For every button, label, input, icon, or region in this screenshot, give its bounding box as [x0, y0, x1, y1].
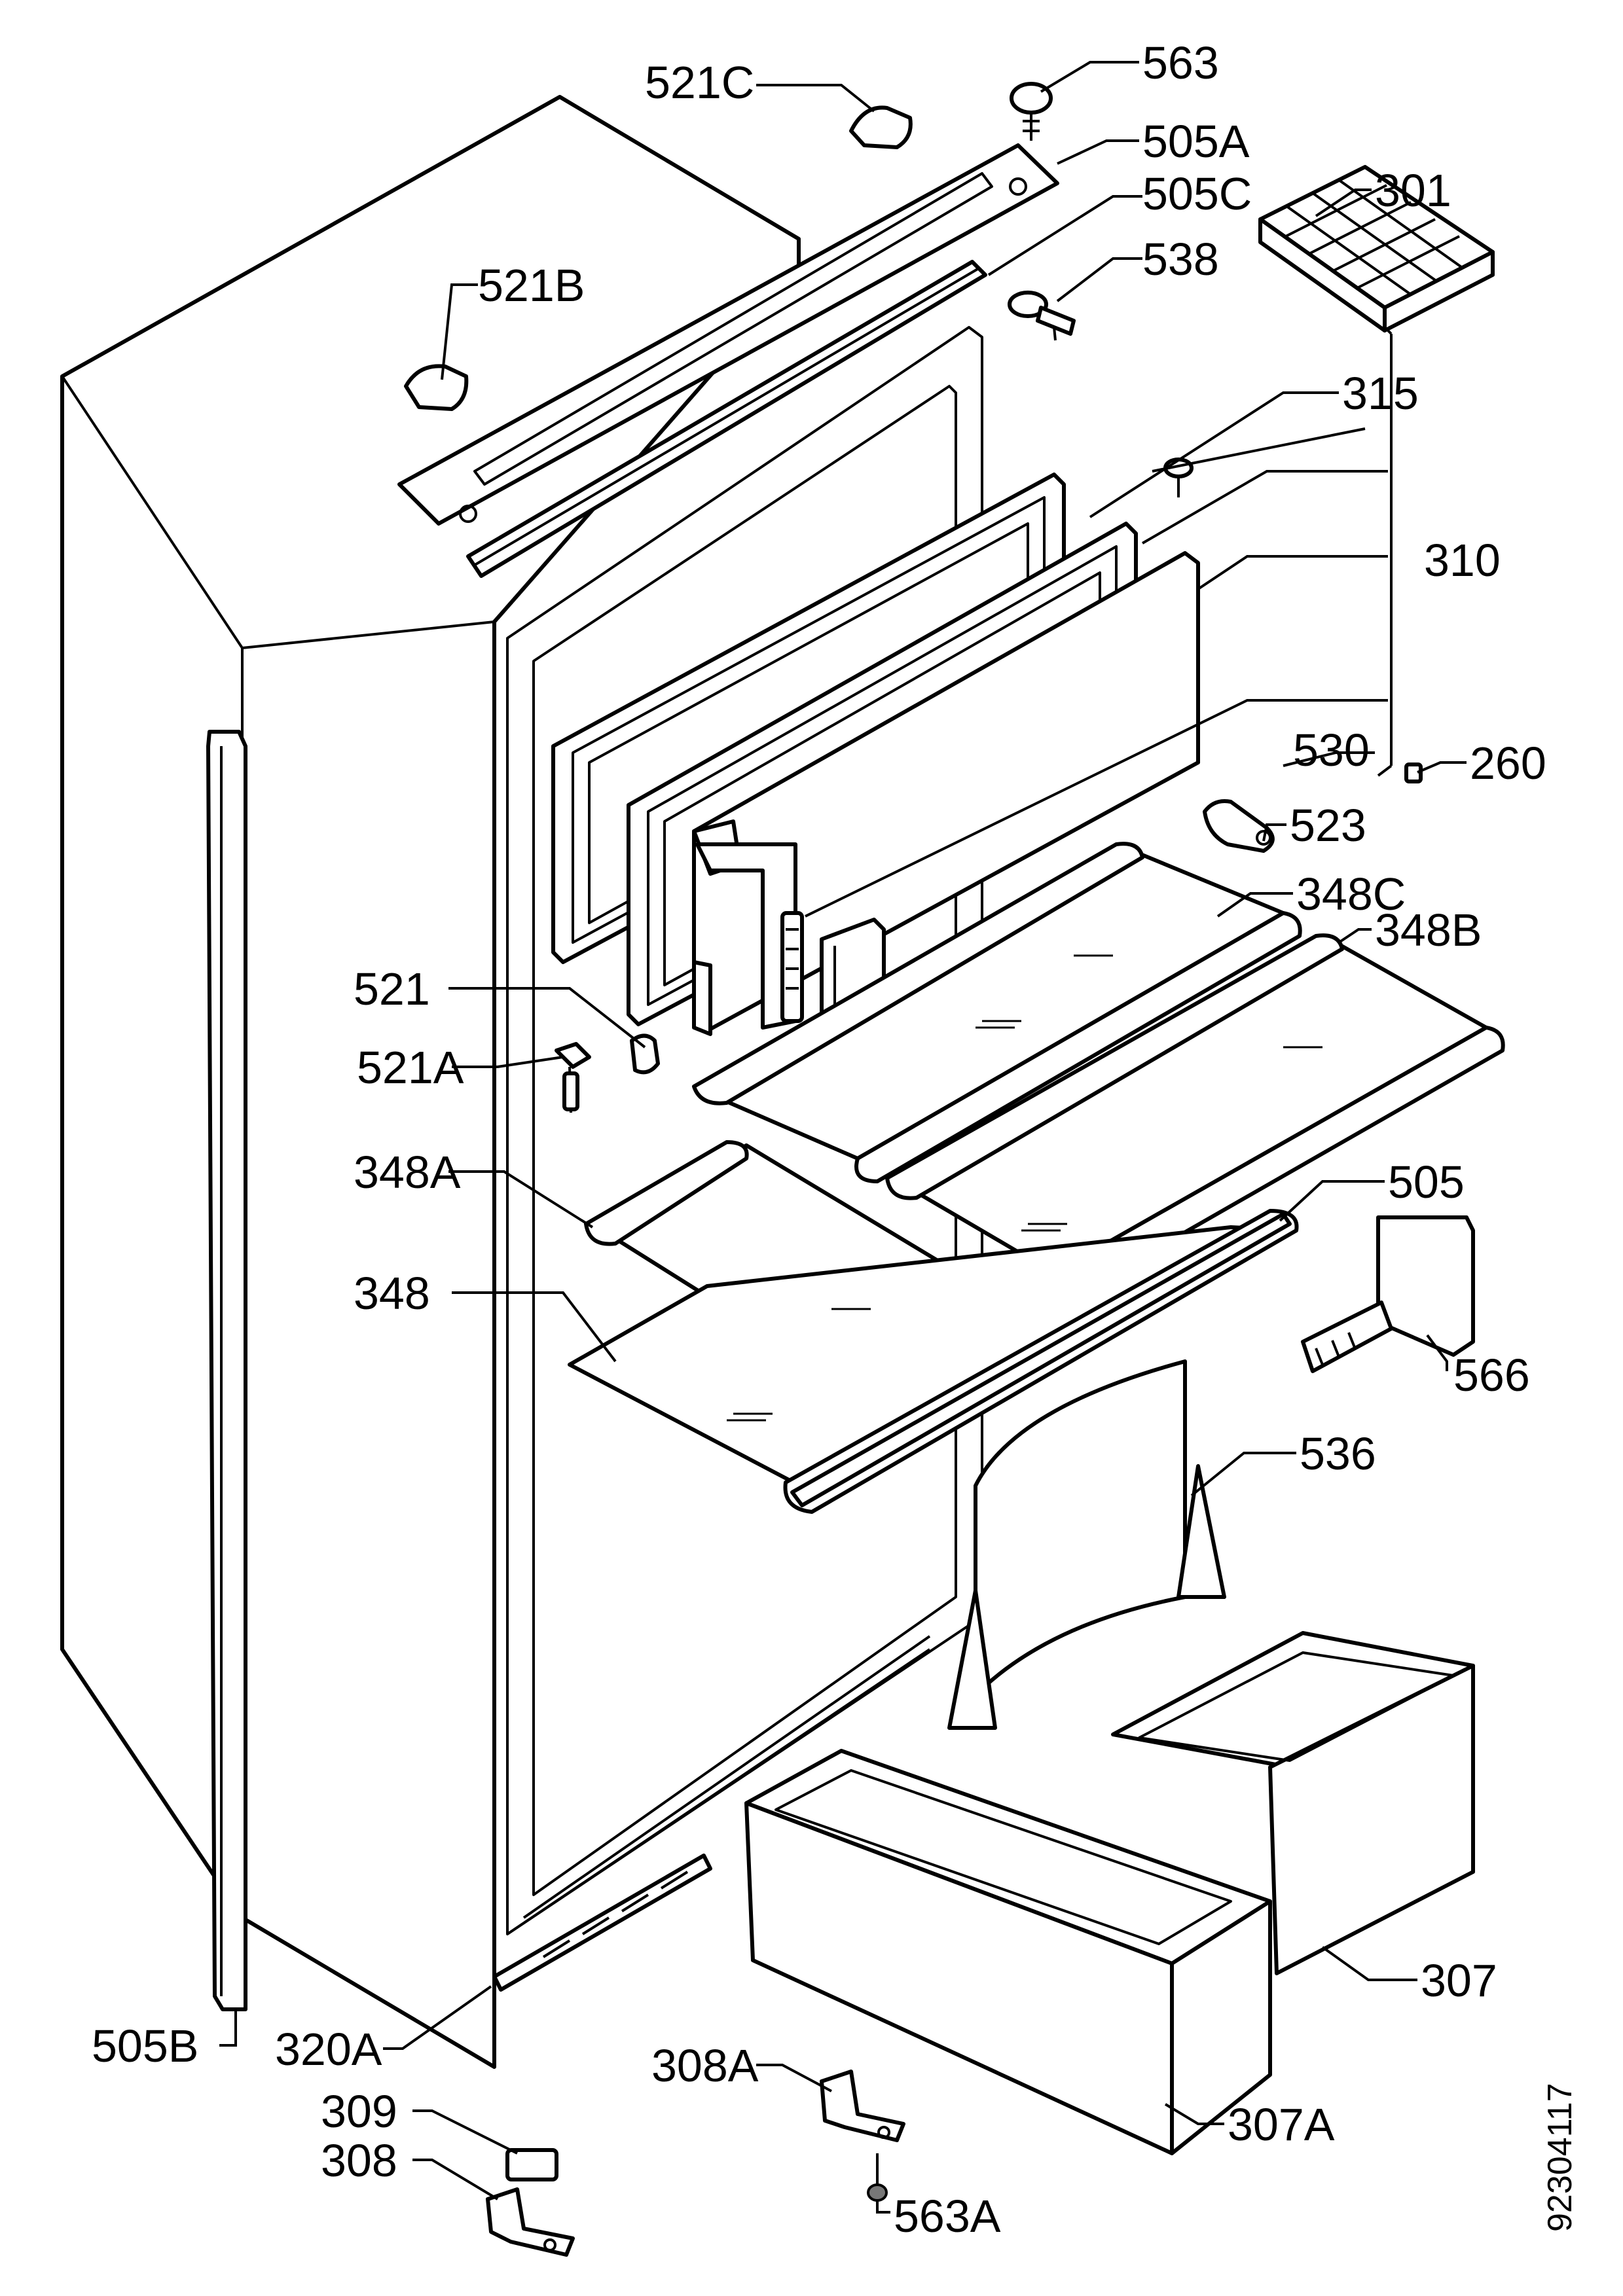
bracket-308a — [820, 2070, 905, 2142]
label-538: 538 — [1142, 234, 1219, 285]
label-308a: 308A — [651, 2040, 759, 2091]
label-307: 307 — [1421, 1955, 1497, 2006]
shelf-348b — [885, 933, 1505, 1298]
lamp-holder — [1203, 799, 1275, 853]
group-bracket-310 — [1377, 326, 1393, 777]
label-536: 536 — [1300, 1428, 1376, 1479]
panel-bracket — [695, 842, 797, 1030]
pad-309 — [505, 2148, 558, 2181]
bracket-308 — [486, 2187, 575, 2257]
guard-rail — [790, 1212, 1292, 1507]
bottle-divider — [947, 1359, 1226, 1730]
label-260: 260 — [1470, 738, 1546, 789]
clip-260 — [1404, 762, 1423, 783]
crisper-307 — [1111, 1631, 1475, 1975]
screw-563a — [867, 2153, 888, 2202]
label-563: 563 — [1142, 37, 1219, 88]
label-348c: 348C — [1296, 869, 1406, 920]
cap-part-b — [404, 364, 469, 411]
label-521c: 521C — [645, 57, 754, 108]
hinge-rail — [466, 260, 987, 578]
label-563a: 563A — [894, 2191, 1001, 2242]
drawing-number: 92304117 — [1541, 2083, 1579, 2233]
label-505: 505 — [1388, 1157, 1465, 1208]
door-seal-strip — [206, 730, 247, 2011]
leader-lines — [219, 61, 1467, 2214]
label-521: 521 — [354, 963, 430, 1014]
label-348b: 348B — [1375, 905, 1482, 956]
label-566: 566 — [1453, 1350, 1530, 1401]
label-505b: 505B — [92, 2020, 198, 2072]
top-plate — [397, 143, 1059, 526]
label-348: 348 — [354, 1268, 430, 1319]
label-301: 301 — [1375, 165, 1451, 216]
ice-tray — [1258, 165, 1495, 332]
hinge-530 — [780, 911, 804, 1023]
label-505a: 505A — [1142, 116, 1250, 167]
label-530: 530 — [1293, 725, 1370, 776]
label-309: 309 — [321, 2086, 397, 2137]
label-523: 523 — [1290, 800, 1366, 851]
clip-521 — [630, 1033, 660, 1075]
runner-320a — [492, 1854, 712, 1992]
label-307a: 307A — [1228, 2099, 1335, 2150]
cap-part — [849, 105, 913, 149]
label-308: 308 — [321, 2135, 397, 2186]
label-521a: 521A — [357, 1042, 464, 1093]
shelf-348c — [692, 842, 1302, 1183]
crisper-307a — [744, 1749, 1272, 2155]
label-348a: 348A — [354, 1147, 461, 1198]
clip-521a — [555, 1042, 591, 1113]
scraper — [1301, 1215, 1475, 1373]
label-315: 315 — [1342, 368, 1419, 419]
label-521b: 521B — [478, 260, 585, 311]
label-320a: 320A — [275, 2024, 382, 2075]
label-505c: 505C — [1142, 168, 1252, 219]
hinge-part — [1008, 291, 1076, 341]
label-310: 310 — [1424, 535, 1501, 586]
screw-part — [1010, 82, 1053, 141]
